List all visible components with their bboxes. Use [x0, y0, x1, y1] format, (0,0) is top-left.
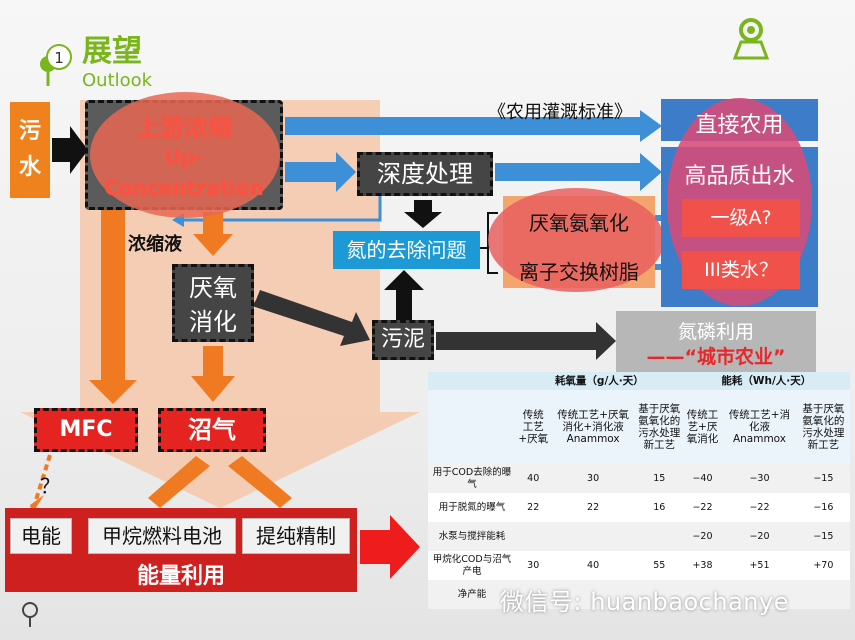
sludge-to-nutrient-arrow: [436, 322, 616, 360]
table-row: 用于脱氮的曝气 22 22 16 −22 −22 −16: [428, 493, 850, 522]
table-column-header: 基于厌氧氨氧化的污水处理新工艺: [635, 390, 683, 464]
arrow-to-high-quality: [495, 153, 662, 191]
urban-agriculture-label: ——“城市农业”: [646, 346, 786, 368]
table-row-label: 用于COD去除的曝气: [428, 464, 516, 493]
nitrogen-removal-box: 氮的去除问题: [333, 231, 480, 269]
arrow-to-direct-agri: [285, 110, 662, 142]
grade-a-box: 一级A?: [682, 199, 800, 237]
table-cell: [722, 580, 797, 609]
anammox-label: 厌氧氨氧化: [529, 211, 629, 235]
biogas-box: 沼气: [158, 408, 266, 452]
anaerobic-line-1: 厌氧: [189, 274, 237, 302]
purification-box: 提纯精制: [242, 518, 350, 554]
table-column-header: 传统工艺+厌氧消化+消化液Anammox: [550, 390, 636, 464]
table-cell: −20: [722, 522, 797, 551]
nutrient-utilization-box: [616, 311, 816, 373]
table-cell: 22: [527, 501, 540, 513]
table-cell: 16: [653, 501, 666, 513]
table-cell: [550, 522, 636, 551]
sludge-box: 污泥: [372, 320, 434, 360]
table-column-header: 传统工艺+消化液Anammox: [722, 390, 797, 464]
anaerobic-digestion-box: 厌氧 消化: [172, 264, 254, 342]
table-cell: 30: [550, 464, 636, 493]
nutrient-utilization-label: 氮磷利用: [677, 321, 754, 343]
table-cell: [516, 522, 551, 551]
table-group-header: 能耗（Wh/人·天）: [682, 372, 850, 390]
sewage-to-upstream-arrow: [52, 126, 88, 174]
concentrate-label: 浓缩液: [128, 234, 182, 255]
table-cell: +51: [749, 559, 770, 571]
page-subtitle: Outlook: [82, 70, 153, 91]
upstream-to-anaerobic-arrow: [193, 212, 233, 256]
table-group-header: 耗氧量（g/人·天）: [516, 372, 683, 390]
table-cell: −40: [682, 464, 723, 493]
deep-treatment-box: 深度处理: [357, 152, 493, 196]
table-cell: [682, 580, 723, 609]
electricity-box: 电能: [10, 518, 72, 554]
table-cell: +38: [692, 559, 713, 571]
table-cell: [796, 580, 850, 609]
table-cell: −15: [796, 464, 850, 493]
table-cell: 15: [635, 464, 683, 493]
anaerobic-to-sludge-arrow: [252, 290, 370, 346]
upstream-label-en-2: Concentration: [104, 176, 264, 200]
table-row: 甲烷化COD与沼气产电 30 40 55 +38 +51 +70: [428, 551, 850, 580]
upstream-label-cn: 上游浓缩: [136, 114, 232, 142]
table-column-header: 传统工艺+厌氧消化: [682, 390, 723, 464]
table-cell: 22: [587, 501, 600, 513]
table-cell: −22: [749, 501, 770, 513]
energy-comparison-table: 耗氧量（g/人·天） 能耗（Wh/人·天） 传统工艺+厌氧 传统工艺+厌氧消化+…: [428, 372, 850, 609]
table-row-label: 用于脱氮的曝气: [438, 501, 506, 513]
logo-icon: [732, 18, 770, 60]
table-cell: −16: [813, 501, 834, 513]
methane-fuel-cell-box: 甲烷燃料电池: [88, 518, 236, 554]
table-column-header: 传统工艺+厌氧: [516, 390, 551, 464]
table-corner: [428, 372, 516, 390]
table-cell: 40: [516, 464, 551, 493]
question-mark: ？: [40, 474, 60, 498]
concentrate-return-line: [180, 196, 382, 222]
direct-agri-label: 直接农用: [695, 113, 784, 138]
table-row: 用于COD去除的曝气 40 30 15 −40 −30 −15: [428, 464, 850, 493]
page-title: 展望: [82, 34, 142, 69]
table-cell: −22: [692, 501, 713, 513]
table-cell: [516, 580, 551, 609]
technology-highlight: [488, 188, 664, 292]
table-row: 水泵与搅拌能耗 −20 −20 −15: [428, 522, 850, 551]
energy-utilization-title: 能量利用: [136, 564, 225, 589]
irrigation-standard-label: 《农用灌溉标准》: [488, 102, 632, 123]
table-cell: 55: [653, 559, 666, 571]
ion-exchange-label: 离子交换树脂: [519, 260, 639, 284]
anaerobic-line-2: 消化: [189, 308, 237, 336]
mfc-box: MFC: [34, 408, 138, 452]
table-cell: −15: [796, 522, 850, 551]
table-row-label: 甲烷化COD与沼气产电: [432, 553, 512, 577]
table-row-label: 净产能: [428, 580, 516, 609]
location-pin-icon: [22, 602, 38, 627]
sewage-box: 污水: [10, 102, 50, 198]
deep-to-nremoval-arrow: [404, 200, 442, 228]
table-cell: [550, 580, 636, 609]
arrow-to-deep-treatment: [285, 152, 356, 192]
class-three-box: III类水？: [682, 251, 800, 289]
table-cell: [635, 580, 683, 609]
energy-to-table-arrow: [360, 515, 420, 579]
table-cell: +70: [813, 559, 834, 571]
table-cell: 40: [587, 559, 600, 571]
page-number: 1: [46, 44, 72, 70]
wechat-watermark: 微信号: huanbaochanye: [500, 588, 789, 616]
table-cell: −30: [722, 464, 797, 493]
sludge-to-nremoval-arrow: [384, 270, 424, 320]
table-row-label: 水泵与搅拌能耗: [428, 522, 516, 551]
table-cell: 30: [527, 559, 540, 571]
table-corner: [428, 390, 516, 464]
table-cell: −20: [682, 522, 723, 551]
table-cell: [635, 522, 683, 551]
table-column-header: 基于厌氧氨氧化的污水处理新工艺: [796, 390, 850, 464]
upstream-label-en-1: Up-: [164, 145, 204, 169]
table-row: 净产能: [428, 580, 850, 609]
upstream-highlight: [90, 92, 280, 218]
high-quality-label: 高品质出水: [684, 164, 795, 189]
